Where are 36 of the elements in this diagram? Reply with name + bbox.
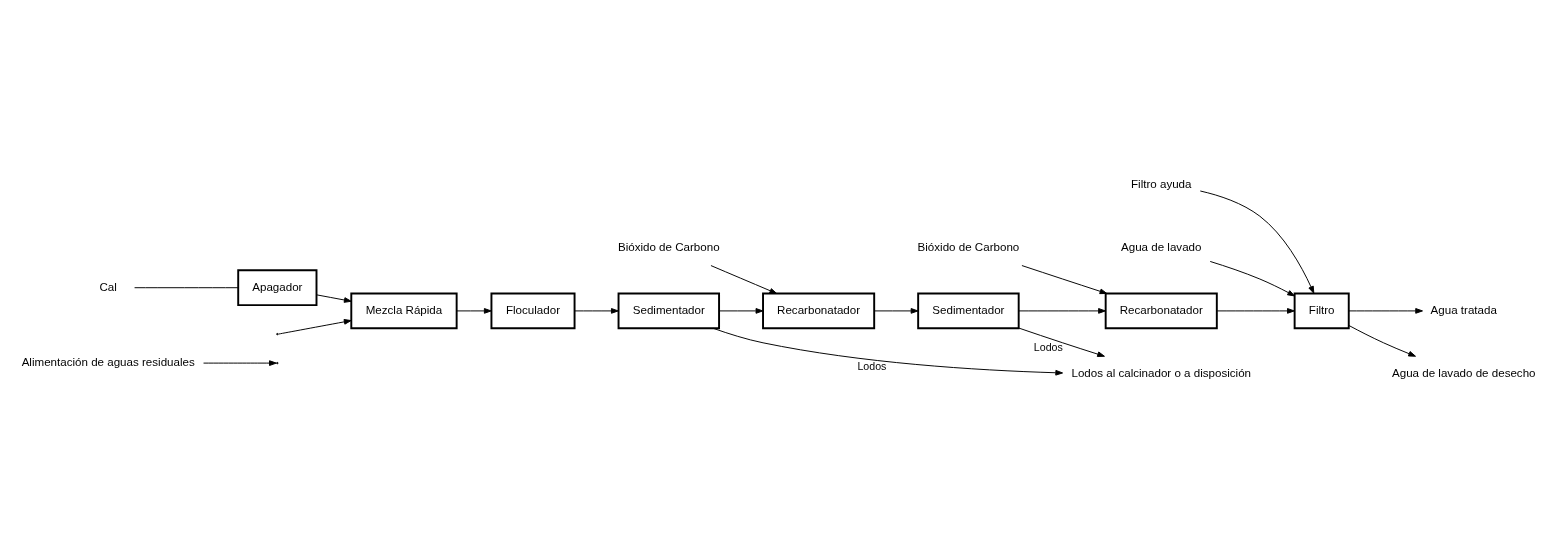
connector (134, 287, 239, 289)
node-text: Agua de lavado de desecho (1391, 366, 1536, 379)
arrow (456, 308, 492, 314)
arrow (1348, 308, 1423, 314)
node-text: Cal (99, 280, 117, 293)
node-text: Agua tratada (1430, 303, 1497, 316)
arrow (1216, 308, 1295, 314)
arrow (1209, 260, 1295, 297)
node-text: Lodos al calcinador o a disposición (1071, 366, 1252, 379)
node-text: Bióxido de Carbono (617, 241, 720, 254)
edge-label: Lodos (1033, 341, 1063, 354)
node-box: Filtro (1293, 292, 1350, 330)
arrow (710, 265, 778, 294)
arrow (1348, 325, 1416, 357)
node-box: Recarbonatador (762, 292, 876, 330)
arrow (1018, 327, 1105, 357)
node-box: Apagador (237, 269, 318, 307)
node-text: Agua de lavado (1121, 241, 1202, 254)
node-text: Alimentación de aguas residuales (21, 356, 195, 369)
node-box: Recarbonatador (1104, 292, 1218, 330)
arrow (277, 319, 352, 335)
arrow (718, 308, 764, 314)
arrow (873, 308, 919, 314)
node-text: Bióxido de Carbono (917, 241, 1020, 254)
arrow (316, 294, 352, 303)
arrow (1021, 265, 1108, 295)
node-box: Sedimentador (917, 292, 1020, 330)
edge-label: Lodos (857, 360, 887, 373)
node-box: Sedimentador (617, 292, 721, 330)
node-box: Floculador (490, 292, 576, 330)
arrow (574, 308, 619, 314)
node-box: Mezcla Rápida (350, 292, 458, 330)
node-text: Filtro ayuda (1130, 178, 1192, 191)
arrow (1199, 190, 1315, 294)
arrow (712, 327, 1064, 376)
arrow (1018, 308, 1106, 314)
